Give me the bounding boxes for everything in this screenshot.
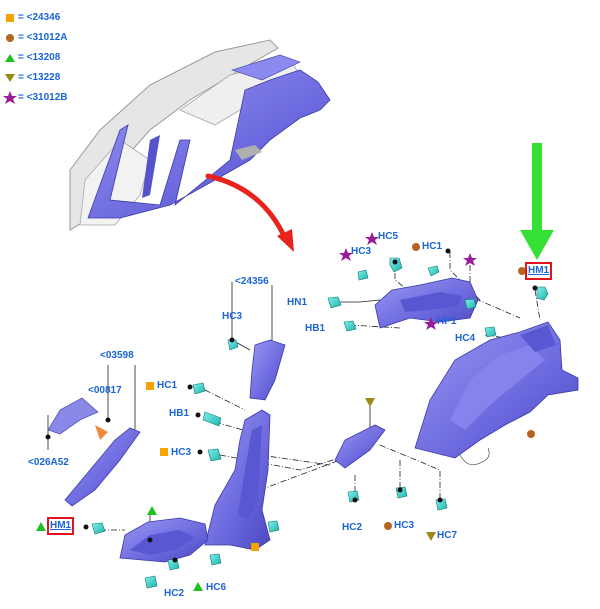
star-marker: [339, 248, 353, 261]
clip-hc3-mid: [207, 448, 222, 462]
red-arrow: [205, 173, 294, 252]
label-hc3-bottom[interactable]: HC3: [394, 520, 415, 531]
legend-text-31012a: = <31012A: [18, 32, 68, 43]
legend-square-symbol: [6, 14, 14, 22]
clip-hc4: [484, 326, 497, 338]
clip-hn1: [327, 296, 342, 309]
diagram-markers: [36, 232, 538, 591]
legend-circle-symbol: [6, 34, 14, 42]
label-hb1-top[interactable]: HB1: [305, 323, 326, 334]
label-hc1-mid[interactable]: HC1: [157, 380, 178, 391]
label-hc1-top[interactable]: HC1: [422, 241, 443, 252]
square-marker: [146, 382, 154, 390]
label-hm1-bottom[interactable]: HM1: [46, 517, 75, 535]
clip-hb1-mid: [202, 411, 222, 427]
square-marker: [251, 543, 259, 551]
label-00817[interactable]: <00817: [88, 385, 122, 396]
triangle-up-marker: [193, 582, 203, 591]
clip-bottom-left: [144, 575, 158, 589]
label-hc3-pillar[interactable]: HC3: [222, 311, 243, 322]
vehicle-body-overview: [69, 39, 331, 231]
label-hc4[interactable]: HC4: [455, 333, 476, 344]
star-marker: [463, 253, 477, 266]
label-hc3-mid[interactable]: HC3: [171, 447, 192, 458]
legend-star-symbol: [3, 91, 17, 104]
scuff-plate: [119, 517, 209, 563]
label-hc3-top[interactable]: HC3: [351, 246, 372, 257]
triangle-down-marker: [365, 398, 375, 407]
green-arrow: [520, 143, 554, 260]
clip-hc3-top: [357, 269, 369, 281]
clip-hc1-top: [427, 265, 440, 277]
legend-triangle-down-symbol: [5, 74, 15, 82]
clip-hp1: [464, 298, 477, 310]
circle-marker: [527, 430, 535, 438]
square-marker: [160, 448, 168, 456]
legend-symbols: [3, 14, 17, 104]
legend-text-13208: = <13208: [18, 52, 61, 63]
star-marker: [365, 232, 379, 245]
label-24356[interactable]: <24356: [235, 276, 269, 287]
label-hp1[interactable]: HP1: [437, 316, 457, 327]
legend-text-31012b: = <31012B: [18, 92, 68, 103]
label-026a52[interactable]: <026A52: [28, 457, 69, 468]
a-pillar-trim: [47, 397, 141, 507]
label-hc7[interactable]: HC7: [437, 530, 458, 541]
label-03598[interactable]: <03598: [100, 350, 134, 361]
label-hc6[interactable]: HC6: [206, 582, 227, 593]
clip-hc6: [209, 553, 222, 566]
triangle-up-marker: [36, 522, 46, 531]
label-hm1-top[interactable]: HM1: [524, 262, 553, 280]
center-sill-trim: [334, 424, 386, 469]
triangle-down-marker: [426, 532, 436, 541]
label-hb1-mid[interactable]: HB1: [169, 408, 190, 419]
circle-marker: [384, 522, 392, 530]
legend-triangle-up-symbol: [5, 54, 15, 62]
circle-marker: [518, 267, 526, 275]
label-hn1[interactable]: HN1: [287, 297, 308, 308]
clip-hb1-top: [343, 320, 357, 332]
legend-text-13228: = <13228: [18, 72, 61, 83]
quarter-trim-panel: [414, 321, 579, 466]
label-hc2-left[interactable]: HC2: [164, 588, 185, 599]
label-hc5[interactable]: HC5: [378, 231, 399, 242]
clip-hm1-top: [536, 286, 549, 301]
b-pillar-trim: [204, 339, 286, 551]
clip-b-pillar-base: [267, 520, 280, 533]
triangle-up-marker: [147, 506, 157, 515]
upper-pillar-trim: [374, 277, 479, 329]
label-hc2-right[interactable]: HC2: [342, 522, 363, 533]
clip-hm1-bottom: [91, 522, 106, 535]
circle-marker: [412, 243, 420, 251]
legend-text-24346: = <24346: [18, 12, 61, 23]
star-marker: [424, 317, 438, 330]
clip-hc1-mid: [192, 382, 206, 395]
